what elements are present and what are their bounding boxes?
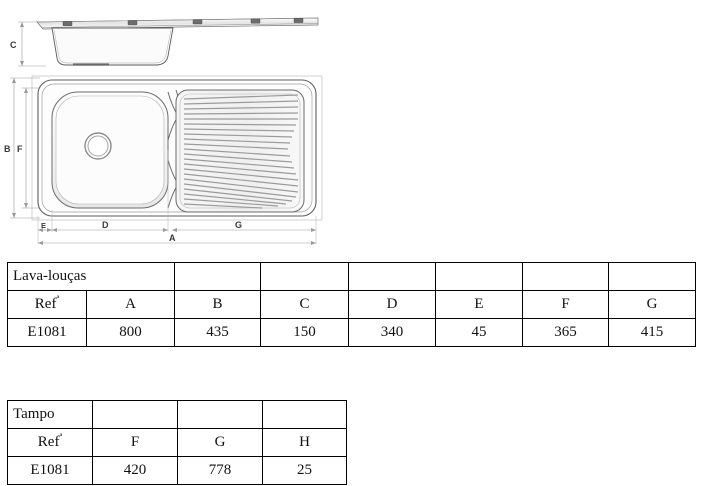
side-basin-inner-line xyxy=(53,29,172,64)
side-elevation-view: C xyxy=(10,17,319,67)
blank-cell xyxy=(177,400,263,429)
cell-f: 365 xyxy=(522,318,610,347)
column-header-f: F xyxy=(92,428,178,457)
dimension-label-f: F xyxy=(17,144,23,154)
lava-loucas-table: Lava-louças Refª A B C D E F G E1081 800… xyxy=(6,262,697,347)
dimension-label-g: G xyxy=(235,220,242,230)
ref-superscript: ª xyxy=(59,432,63,443)
cell-ref: E1081 xyxy=(7,318,87,347)
ref-label: Ref xyxy=(37,434,60,450)
blank-cell xyxy=(608,262,697,291)
plan-worktop-outline xyxy=(31,75,323,221)
dimension-label-d: D xyxy=(102,220,109,230)
column-header-ref: Refª xyxy=(7,290,87,319)
table-row-header: Refª A B C D E F G xyxy=(7,290,697,319)
tampo-table: Tampo Refª F G H E1081 420 778 25 xyxy=(7,400,347,485)
dimension-g xyxy=(172,228,316,232)
dimension-label-b: B xyxy=(4,144,11,154)
table-row-title: Tampo xyxy=(7,400,347,429)
blank-cell xyxy=(435,262,524,291)
column-header-f: F xyxy=(522,290,610,319)
cell-g: 778 xyxy=(177,456,263,485)
column-header-e: E xyxy=(435,290,524,319)
plan-drainboard-inner-outline xyxy=(179,93,301,209)
column-header-g: G xyxy=(177,428,263,457)
dimension-label-a: A xyxy=(169,233,176,243)
plan-view: B F xyxy=(4,75,323,245)
table-row-title: Lava-louças xyxy=(6,262,697,291)
cell-f: 420 xyxy=(92,456,178,485)
plan-drainboard xyxy=(175,89,305,213)
side-basin-bottom-shadow xyxy=(73,63,109,66)
ref-superscript: ª xyxy=(56,294,60,305)
table-row: E1081 420 778 25 xyxy=(7,456,347,485)
blank-cell xyxy=(174,262,262,291)
rim-mounting-clips xyxy=(62,18,304,26)
column-header-g: G xyxy=(608,290,697,319)
side-rim-slab xyxy=(36,17,319,30)
cell-ref: E1081 xyxy=(7,456,93,485)
sink-technical-drawing: C xyxy=(0,0,360,252)
ref-label: Ref xyxy=(34,296,57,312)
plan-bowl xyxy=(51,91,169,209)
drainboard-ribs xyxy=(183,94,299,209)
lava-loucas-title: Lava-louças xyxy=(6,262,176,291)
blank-cell xyxy=(260,262,350,291)
cell-e: 45 xyxy=(435,318,524,347)
column-header-b: B xyxy=(174,290,262,319)
blank-cell xyxy=(522,262,610,291)
dimension-a xyxy=(38,241,316,245)
drain-hole-inner-ring xyxy=(87,135,109,157)
table-row-header: Refª F G H xyxy=(7,428,347,457)
cell-c: 150 xyxy=(260,318,350,347)
blank-cell xyxy=(92,400,178,429)
blank-cell xyxy=(262,400,347,429)
cell-g: 415 xyxy=(608,318,697,347)
dimension-label-e: E xyxy=(41,221,46,230)
column-header-ref: Refª xyxy=(7,428,93,457)
dimension-b xyxy=(10,77,40,219)
column-header-c: C xyxy=(260,290,350,319)
dimension-d xyxy=(52,228,168,232)
table-row: E1081 800 435 150 340 45 365 415 xyxy=(7,318,697,347)
side-basin-profile xyxy=(51,27,174,66)
cell-d: 340 xyxy=(348,318,437,347)
tampo-title: Tampo xyxy=(7,400,93,429)
column-header-d: D xyxy=(348,290,437,319)
cell-a: 800 xyxy=(85,318,176,347)
dimension-e xyxy=(38,228,52,232)
column-header-a: A xyxy=(85,290,176,319)
blank-cell xyxy=(348,262,437,291)
cell-h: 25 xyxy=(262,456,347,485)
column-header-h: H xyxy=(262,428,347,457)
dimension-label-c: C xyxy=(10,40,17,50)
cell-b: 435 xyxy=(174,318,262,347)
